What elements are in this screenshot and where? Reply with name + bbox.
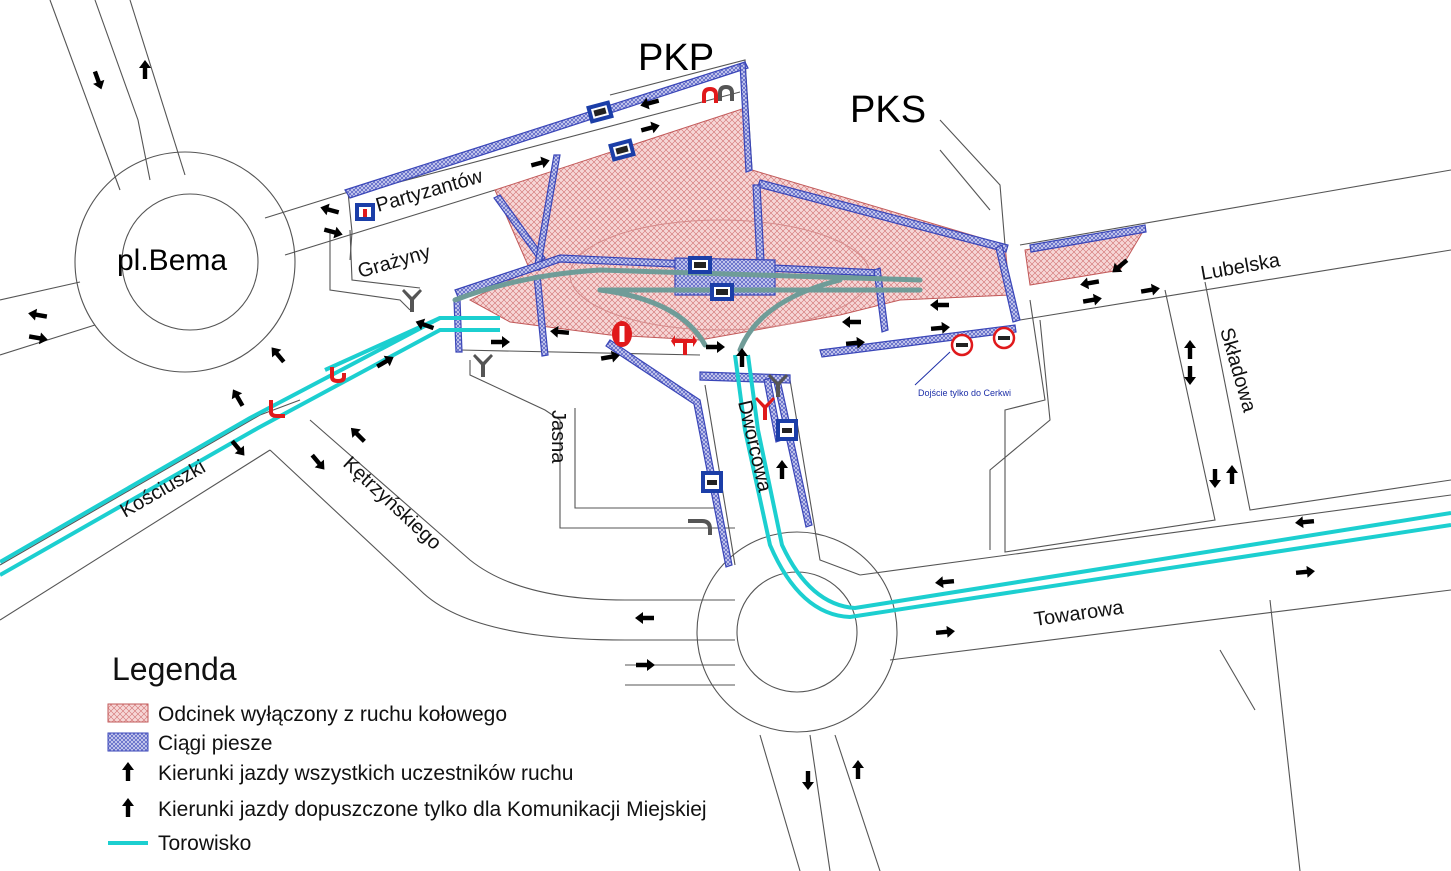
legend: Legenda Odcinek wyłączony z ruchu kołowe… [107,651,707,855]
gray-arrow-icon [1294,515,1315,529]
gray-arrow-icon [307,451,330,474]
label-cerkiew-note: Dojście tylko do Cerkwi [918,388,1011,398]
gray-arrow-icon [491,336,510,348]
gray-arrow-icon [1226,465,1238,484]
gray-arrow-icon [227,386,248,409]
gray-arrow-icon [1140,282,1161,298]
gray-arrow-icon [1184,366,1196,385]
legend-item-excluded: Odcinek wyłączony z ruchu kołowego [158,703,507,726]
gray-arrow-icon [639,119,662,137]
legend-gray-arrow-icon [122,762,134,781]
gray-arrow-icon [934,575,955,589]
bus-stop-sign-icon [776,419,798,441]
red-fork-arrow-icon [755,397,775,420]
gray-arrow-icon [1079,275,1100,291]
gray-arrow-icon [852,760,864,779]
legend-red-hatch-swatch [107,703,149,723]
gray-arrow-icon [930,299,949,311]
gray-arrow-icon [1209,469,1221,488]
public-transport-arrows [269,87,775,420]
fork-arrow-icon [768,374,788,397]
station-tracks [452,267,923,353]
gray-arrow-icon [1082,292,1103,308]
label-partyzantow: Partyzantów [373,165,485,217]
dead-end-sign-icon [355,203,375,221]
label-jasna: Jasna [547,410,569,464]
turn-arrow-icon [688,519,712,535]
gray-arrow-icon [776,460,788,479]
label-grazyny: Grażyny [355,241,433,283]
gray-arrow-icon [935,625,956,639]
gray-arrow-icon [529,154,552,172]
gray-arrow-icon [706,341,725,353]
gray-arrow-icon [89,69,108,92]
fork-arrow-icon [473,354,493,377]
tram-tracks [0,316,1451,620]
fork-arrow-icon [402,289,422,312]
bus-stop-sign-icon [701,471,723,493]
legend-red-arrow-icon [122,798,134,817]
gray-arrow-icon [27,307,48,323]
bus-stop-sign-icon [608,138,636,162]
pl-bema-island [121,193,259,331]
red-u-turn-icon [330,367,346,383]
traffic-arrows [27,60,1316,790]
gray-arrow-icon [1184,340,1196,359]
gray-arrow-icon [842,316,861,328]
bottom-roundabout-outer [696,531,898,733]
label-pl-bema: pl.Bema [117,244,227,277]
prohibition-sign-icon [950,333,974,357]
bus-stop-sign-icon [586,100,614,124]
red-fork-arrow-icon [671,335,697,355]
legend-item-tram: Torowisko [158,832,251,855]
gray-arrow-icon [266,343,289,366]
label-pks: PKS [850,89,926,131]
bus-stop-sign-icon [710,283,734,301]
legend-title: Legenda [112,651,237,687]
label-dworcowa: Dworcowa [733,398,776,495]
gray-arrow-icon [802,771,814,790]
legend-item-all-traffic: Kierunki jazdy wszystkich uczestników ru… [158,762,574,785]
note-leader-line [914,351,951,386]
u-turn-icon [718,85,734,101]
legend-blue-hatch-swatch [107,732,149,752]
legend-item-public-transport: Kierunki jazdy dopuszczone tylko dla Kom… [158,798,707,821]
gray-arrow-icon [930,321,951,335]
road-signs [355,100,1016,493]
bus-stop-sign-icon [688,256,712,274]
gray-arrow-icon [318,201,341,219]
pedestrian-walkways [344,61,1147,568]
no-entry-sign-icon [612,321,632,347]
legend-item-pedestrian: Ciągi piesze [158,732,272,755]
red-turn-icon [269,400,285,418]
label-pkp: PKP [638,37,714,79]
red-u-turn-icon [702,87,718,103]
gray-arrow-icon [635,612,654,624]
pl-bema-outer [74,151,296,373]
label-towarowa: Towarowa [1033,597,1126,631]
gray-arrow-icon [636,659,655,671]
gray-arrow-icon [1295,565,1316,579]
prohibition-sign-icon [992,326,1016,350]
gray-arrow-icon [346,423,369,446]
label-ketrzynskiego: Kętrzyńskiego [339,453,446,555]
